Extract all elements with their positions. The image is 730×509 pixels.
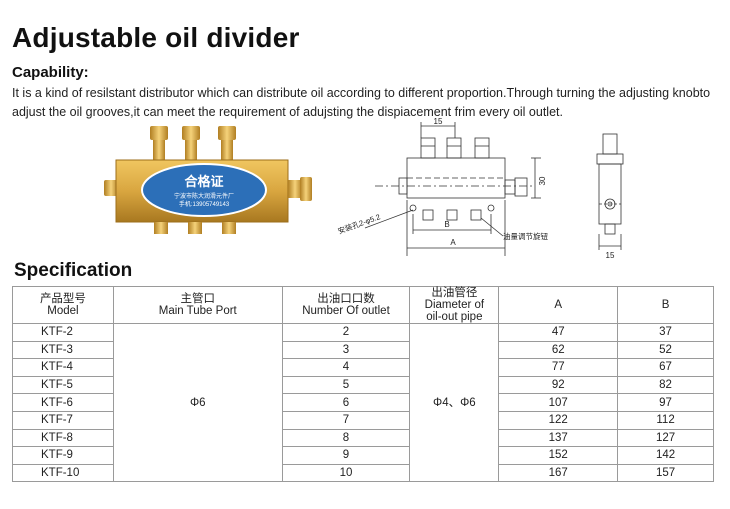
cell-b: 37 bbox=[617, 323, 714, 342]
label-line1: 宁波市陈大润滑元件厂 bbox=[174, 192, 234, 200]
product-photo: 合格证 宁波市陈大润滑元件厂 手机:13905749143 bbox=[104, 126, 312, 234]
cell-outlets: 9 bbox=[281, 446, 411, 465]
dim-15-side: 15 bbox=[606, 251, 615, 260]
dim-b: B bbox=[444, 220, 449, 229]
cell-main-tube-port: Φ6 bbox=[112, 322, 283, 483]
cell-outlets: 6 bbox=[281, 393, 411, 412]
adjust-knobs bbox=[154, 222, 236, 234]
cell-a: 62 bbox=[498, 340, 619, 360]
cell-b: 82 bbox=[617, 375, 714, 395]
cell-b: 97 bbox=[617, 393, 714, 412]
cell-model: KTF-9 bbox=[12, 446, 114, 465]
cell-b: 127 bbox=[617, 428, 714, 448]
top-fittings bbox=[150, 126, 236, 162]
page-title: Adjustable oil divider bbox=[12, 22, 300, 53]
cell-model: KTF-7 bbox=[12, 410, 114, 430]
cell-a: 107 bbox=[498, 393, 619, 412]
capability-heading: Capability: bbox=[12, 64, 89, 81]
cell-b: 142 bbox=[617, 446, 714, 465]
dim-a: A bbox=[450, 238, 456, 247]
cell-model: KTF-3 bbox=[12, 340, 114, 360]
cell-outlets: 7 bbox=[281, 410, 411, 430]
cell-model: KTF-8 bbox=[12, 428, 114, 448]
cell-model: KTF-5 bbox=[12, 375, 114, 395]
label-title: 合格证 bbox=[184, 174, 223, 189]
cell-a: 167 bbox=[498, 463, 619, 483]
dim-30: 30 bbox=[538, 176, 547, 185]
header-b: B bbox=[617, 286, 714, 324]
cell-a: 137 bbox=[498, 428, 619, 448]
header-a: A bbox=[498, 286, 619, 324]
cell-outlets: 10 bbox=[281, 463, 411, 483]
capability-text: It is a kind of resilstant distributor w… bbox=[12, 86, 711, 119]
cell-b: 52 bbox=[617, 340, 714, 360]
technical-drawing: 15 30 B A 安装孔2-φ5.2 油量调节旋钮 15 bbox=[336, 118, 624, 260]
cell-model: KTF-6 bbox=[12, 393, 114, 412]
cell-outlets: 3 bbox=[281, 340, 411, 360]
cell-a: 122 bbox=[498, 410, 619, 430]
cell-outlets: 8 bbox=[281, 428, 411, 448]
cell-a: 92 bbox=[498, 375, 619, 395]
cell-a: 47 bbox=[498, 323, 619, 342]
cell-outlets: 4 bbox=[281, 358, 411, 377]
knob-label: 油量调节旋钮 bbox=[503, 231, 548, 241]
cell-model: KTF-10 bbox=[12, 463, 114, 483]
cell-b: 112 bbox=[617, 410, 714, 430]
cell-model: KTF-2 bbox=[12, 323, 114, 342]
cell-oil-out-diameter: Φ4、Φ6 bbox=[409, 322, 500, 483]
label-line2: 手机:13905749143 bbox=[179, 200, 230, 208]
dim-15-top: 15 bbox=[434, 118, 443, 126]
cell-outlets: 5 bbox=[281, 375, 411, 395]
cell-outlets: 2 bbox=[281, 323, 411, 342]
mount-hole-label: 安装孔2-φ5.2 bbox=[336, 211, 381, 236]
cell-model: KTF-4 bbox=[12, 358, 114, 377]
cell-a: 77 bbox=[498, 358, 619, 377]
cell-b: 157 bbox=[617, 463, 714, 483]
cell-a: 152 bbox=[498, 446, 619, 465]
specification-heading: Specification bbox=[14, 260, 133, 281]
cell-b: 67 bbox=[617, 358, 714, 377]
